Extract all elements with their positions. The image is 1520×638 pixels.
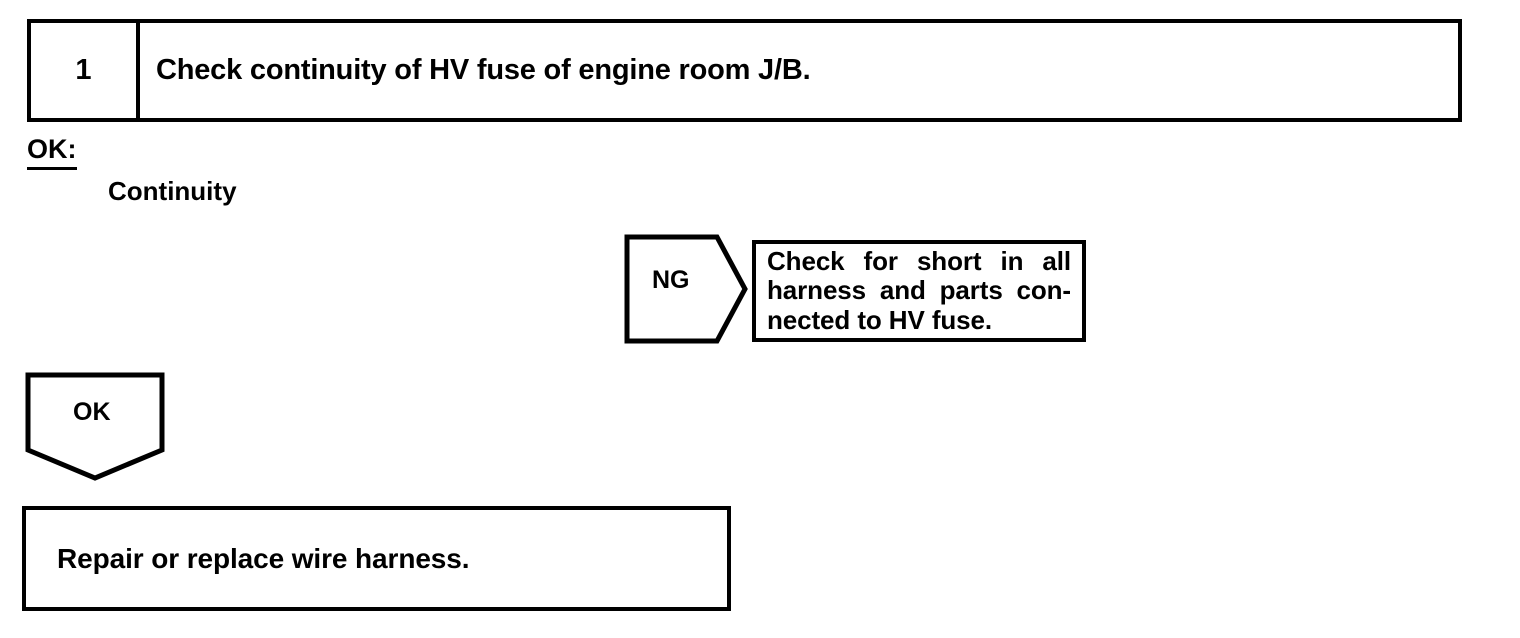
ok-criterion: OK: Continuity (27, 136, 627, 216)
ng-arrow-label: NG (652, 266, 690, 294)
ok-arrow-down-icon: OK (25, 372, 165, 482)
step-instruction-text: Check continuity of HV fuse of engine ro… (156, 54, 811, 87)
step-1-box: 1 Check continuity of HV fuse of engine … (27, 19, 1462, 122)
ng-action-box: Check for short in all harness and parts… (752, 240, 1086, 342)
ng-action-box-inner: Check for short in all harness and parts… (756, 247, 1082, 334)
ng-arrow-right-icon (624, 234, 748, 344)
ok-criterion-label: OK: (27, 136, 77, 170)
final-action-text: Repair or replace wire harness. (57, 542, 470, 574)
ng-action-text: Check for short in all harness and parts… (767, 246, 1071, 335)
ok-arrow-label: OK (73, 398, 111, 426)
step-number: 1 (75, 54, 92, 86)
step-instruction-cell: Check continuity of HV fuse of engine ro… (140, 23, 1458, 118)
ok-criterion-value: Continuity (108, 176, 237, 206)
final-action-box: Repair or replace wire harness. (22, 506, 731, 611)
step-number-cell: 1 (31, 23, 140, 118)
